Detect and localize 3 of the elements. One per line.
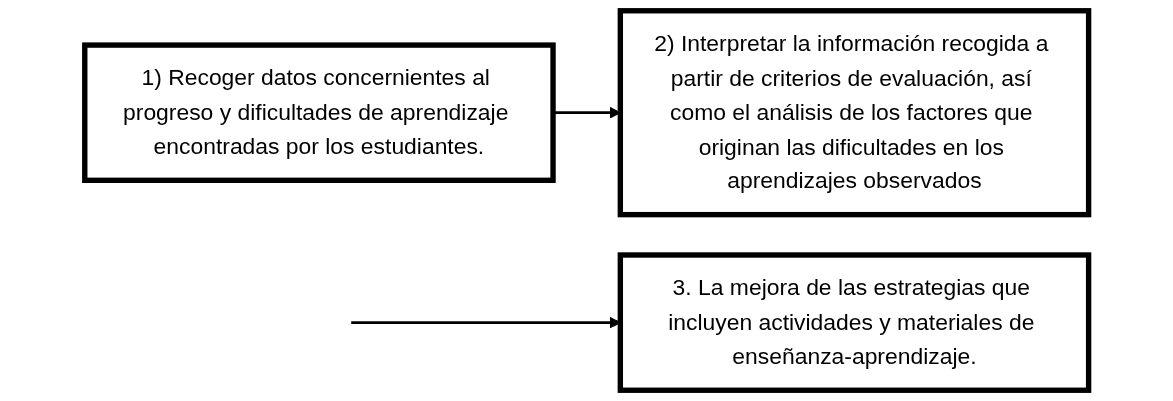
node-box: 2) Interpretar la información recogida a partir de criterios de evaluación, así como el análisis de los factores que originan las dificultades en los aprendizajes observados (617, 8, 1092, 218)
node-box: 1) Recoger datos concernientes al progreso y dificultades de aprendizaje encontradas por los estudiantes. (81, 42, 556, 183)
node-box: 3. La mejora de las estrategias que incluyen actividades y materiales de enseñanza-aprendizaje. (617, 252, 1092, 393)
